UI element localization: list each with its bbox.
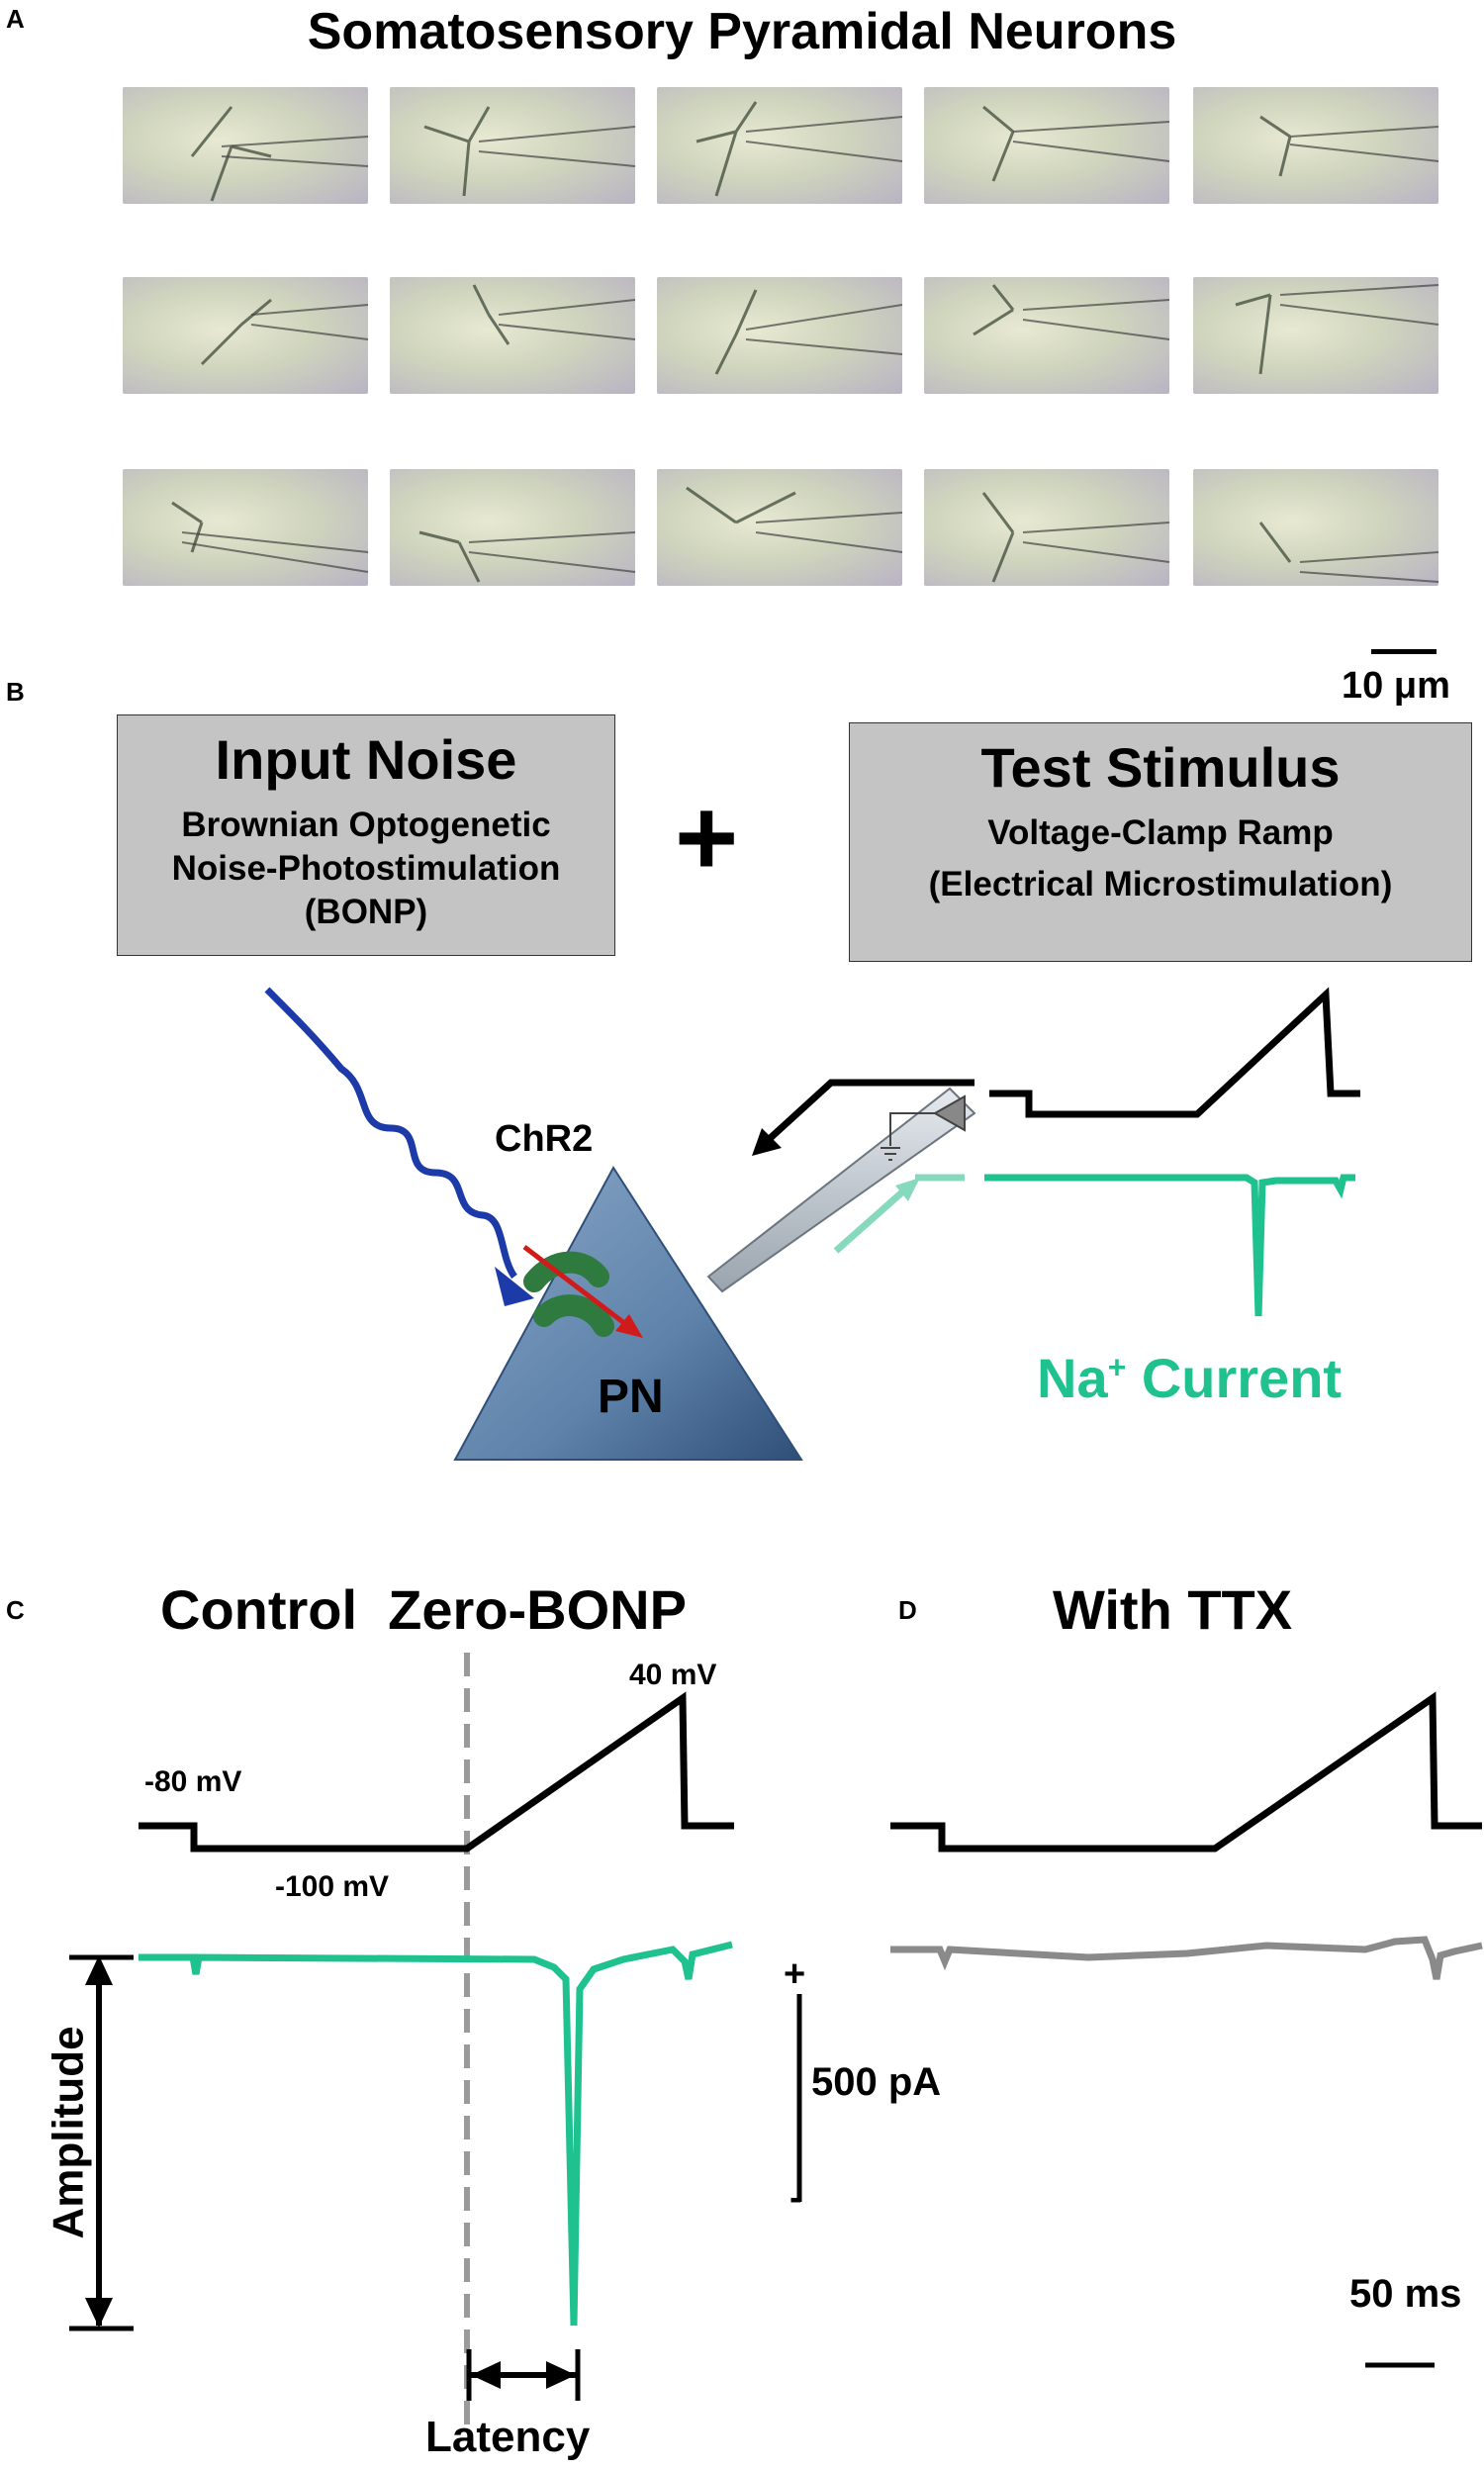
recording-pipette — [706, 1087, 976, 1293]
na-current-label-ion: Na — [1037, 1347, 1108, 1409]
stimulus-arrow — [761, 1079, 974, 1147]
current-scale-minus: - — [789, 2177, 802, 2219]
test-stimulus-title: Test Stimulus — [980, 736, 1341, 799]
input-noise-line: Brownian Optogenetic — [181, 806, 551, 844]
test-stimulus-line: (Electrical Microstimulation) — [928, 864, 1393, 903]
chr2-label: ChR2 — [495, 1118, 594, 1160]
test-stimulus-line: Voltage-Clamp Ramp — [987, 813, 1334, 852]
input-noise-line: (BONP) — [304, 892, 428, 931]
panel-d-letter: D — [898, 1595, 917, 1625]
panel-a-title: Somatosensory Pyramidal Neurons — [307, 3, 1177, 60]
amplitude-label: Amplitude — [44, 2026, 93, 2239]
current-scale-label: 500 pA — [811, 2060, 942, 2104]
input-noise-line: Noise-Photostimulation — [171, 848, 561, 888]
panel-c-d-traces — [69, 1653, 1483, 2434]
amplifier-icon — [932, 1094, 966, 1132]
micrograph — [924, 469, 1169, 586]
na-current-label-text: Current — [1126, 1347, 1343, 1409]
micrograph — [924, 277, 1169, 394]
micrograph — [1193, 277, 1438, 394]
light-wave-arrow — [264, 987, 517, 1280]
na-current-label-sup: + — [1107, 1349, 1127, 1385]
light-wave-arrowhead — [495, 1267, 534, 1306]
micrograph-neuron-sketches — [171, 101, 1439, 583]
micrograph — [657, 469, 902, 586]
na-current-trace — [984, 1174, 1355, 1317]
time-scale-label: 50 ms — [1349, 2272, 1462, 2316]
micrograph — [390, 87, 635, 204]
micrograph — [123, 277, 368, 394]
input-noise-box: Input Noise Brownian Optogenetic Noise-P… — [117, 714, 615, 956]
chr2-channel — [523, 1251, 609, 1292]
label-minus-80mv: -80 mV — [144, 1765, 242, 1798]
panel-c-title: Control Zero-BONP — [160, 1578, 687, 1641]
input-noise-title: Input Noise — [215, 728, 517, 791]
ttx-voltage-trace — [890, 1691, 1482, 1853]
na-current-label: Na+ Current — [1037, 1346, 1342, 1410]
panel-a-letter: A — [6, 4, 25, 34]
panel-b-schematic — [264, 987, 1360, 1461]
label-minus-100mv: -100 mV — [275, 1870, 390, 1903]
panel-d-title: With TTX — [1053, 1578, 1293, 1641]
voltage-ramp-trace — [989, 987, 1360, 1118]
scale-bar-10um-label: 10 μm — [1342, 665, 1450, 707]
label-40mv: 40 mV — [629, 1659, 717, 1691]
pn-label: PN — [598, 1371, 664, 1423]
ion-flow-arrowhead — [615, 1314, 643, 1338]
scale-bar-10um — [1371, 649, 1437, 654]
ttx-current-trace — [890, 1936, 1483, 1980]
panel-b-letter: B — [6, 677, 25, 707]
micrograph-grid — [123, 87, 1448, 641]
test-stimulus-box: Test Stimulus Voltage-Clamp Ramp (Electr… — [849, 722, 1472, 962]
control-current-trace — [139, 1941, 733, 2327]
micrograph — [1193, 469, 1438, 586]
control-voltage-trace — [139, 1691, 734, 1853]
micrograph — [657, 277, 902, 394]
micrograph — [1193, 87, 1438, 204]
panel-c-letter: C — [6, 1595, 25, 1625]
latency-label: Latency — [425, 2413, 591, 2461]
current-scale-plus: + — [784, 1953, 806, 1995]
plus-sign: + — [675, 777, 739, 899]
